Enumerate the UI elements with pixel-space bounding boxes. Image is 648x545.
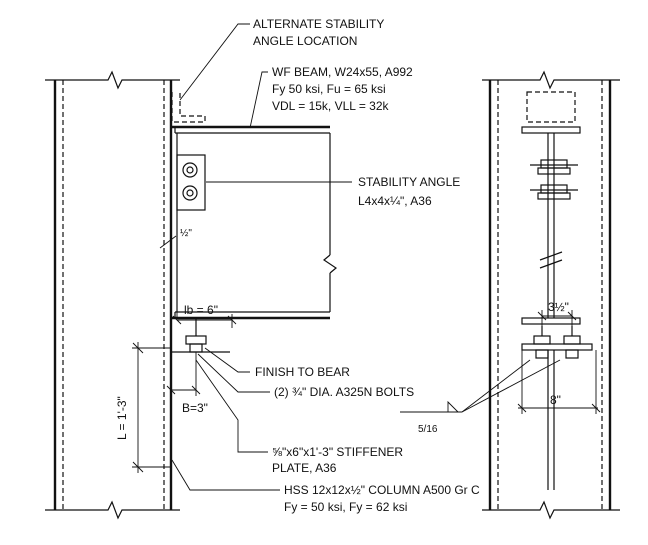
leaders [159, 23, 352, 491]
stability-angle [176, 154, 206, 211]
b-dim: B=3" [182, 401, 208, 415]
beam-label-3: VDL = 15k, VLL = 32k [272, 99, 390, 113]
stability-angle-bolts-section [530, 159, 578, 200]
three-half-dim: 3½" [548, 300, 569, 314]
dim-3-half [537, 310, 577, 328]
eight-inch-dim: 8" [550, 393, 561, 407]
stability-angle-label-1: STABILITY ANGLE [358, 175, 460, 189]
dim-l [132, 342, 170, 473]
bolts-label: (2) ¾" DIA. A325N BOLTS [274, 385, 414, 399]
dim-lb [172, 312, 237, 328]
wf-beam-elevation [171, 125, 338, 320]
hss-label-2: Fy = 50 ksi, Fy = 62 ksi [284, 500, 407, 514]
hss-label-1: HSS 12x12x½" COLUMN A500 Gr C [284, 483, 480, 497]
left-hss-column [45, 70, 180, 520]
half-inch-dim: ½" [180, 228, 192, 239]
alt-angle-label-2: ANGLE LOCATION [253, 34, 357, 48]
lb-dim: lb = 6" [184, 303, 218, 317]
beam-label-1: WF BEAM, W24x55, A992 [272, 65, 413, 79]
alt-angle-label-1: ALTERNATE STABILITY [253, 17, 384, 31]
beam-label-2: Fy 50 ksi, Fu = 65 ksi [272, 82, 386, 96]
dim-b [166, 352, 201, 396]
weld-size: 5/16 [418, 424, 438, 435]
finish-to-bear-label: FINISH TO BEAR [255, 365, 350, 379]
dim-8-in [517, 350, 601, 414]
beam-section [521, 91, 581, 325]
right-hss-column [482, 70, 620, 520]
alternate-stability-angle [171, 92, 206, 123]
weld-symbol [400, 359, 561, 413]
stiffener-label-2: PLATE, A36 [272, 461, 337, 475]
l-dim: L = 1'-3" [115, 396, 129, 440]
stiffener-label-1: ⅝"x6"x1'-3" STIFFENER [272, 445, 403, 459]
stability-angle-label-2: L4x4x¼", A36 [358, 194, 432, 208]
bearing-plate-section [521, 326, 593, 490]
